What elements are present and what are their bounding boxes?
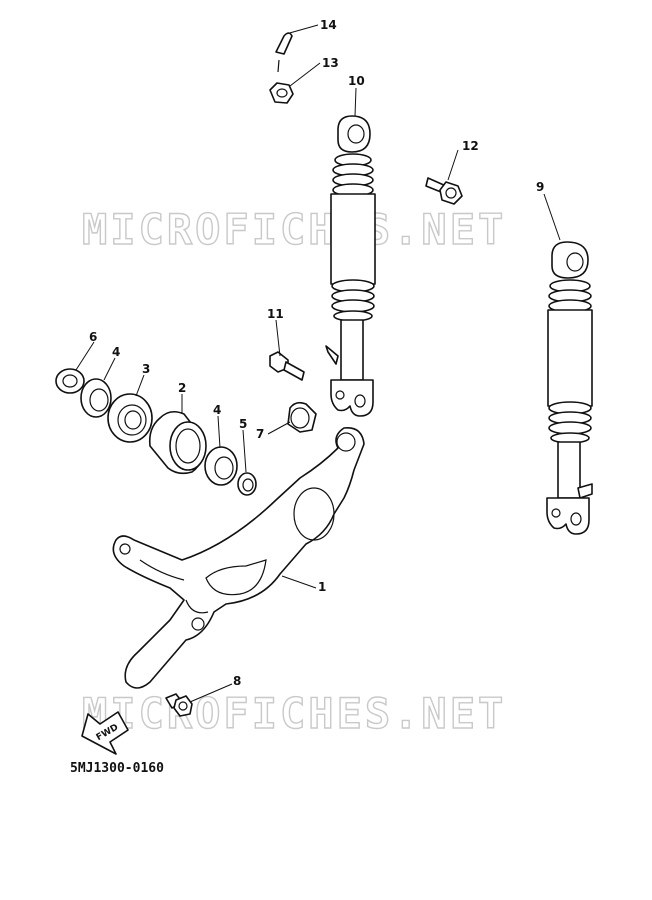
callout-5: 5: [239, 417, 247, 431]
callout-2: 2: [178, 381, 186, 395]
part-collar-small: [237, 472, 257, 496]
callout-7: 7: [256, 427, 264, 441]
fwd-arrow-icon: FWD: [81, 711, 129, 755]
part-oil-seal-left: [80, 378, 112, 418]
part-bearing: [107, 393, 153, 443]
part-bushing: [287, 401, 317, 433]
callout-6: 6: [89, 330, 97, 344]
callout-3: 3: [142, 362, 150, 376]
callout-14: 14: [320, 18, 337, 32]
part-spacer: [148, 410, 207, 475]
callout-4-right: 4: [213, 403, 221, 417]
part-relay-arm: [112, 427, 365, 689]
callout-labels: 14 13 10 12 9 11 6 4 3 2 4 5 7 1 8: [89, 18, 544, 688]
part-oil-seal-right: [204, 446, 238, 486]
part-bolt-lower: [165, 693, 193, 717]
part-nut: [269, 82, 294, 104]
part-bolt-middle: [269, 351, 305, 381]
callout-12: 12: [462, 139, 479, 153]
part-shock-absorber-left: [325, 115, 376, 417]
diagram-code: 5MJ1300-0160: [70, 761, 164, 776]
part-collar: [55, 368, 85, 394]
callout-13: 13: [322, 56, 339, 70]
callout-4-left: 4: [112, 345, 120, 359]
watermark-top: MICROFICHES.NET: [82, 205, 506, 254]
callout-9: 9: [536, 180, 544, 194]
callout-11: 11: [267, 307, 284, 321]
part-shock-absorber-right: [546, 241, 593, 535]
callout-1: 1: [318, 580, 326, 594]
leader-lines: [75, 24, 561, 703]
callout-10: 10: [348, 74, 365, 88]
part-cotter-pin: [275, 32, 293, 73]
part-bolt-upper: [425, 177, 463, 205]
watermark-bottom: MICROFICHES.NET: [82, 689, 506, 738]
callout-8: 8: [233, 674, 241, 688]
